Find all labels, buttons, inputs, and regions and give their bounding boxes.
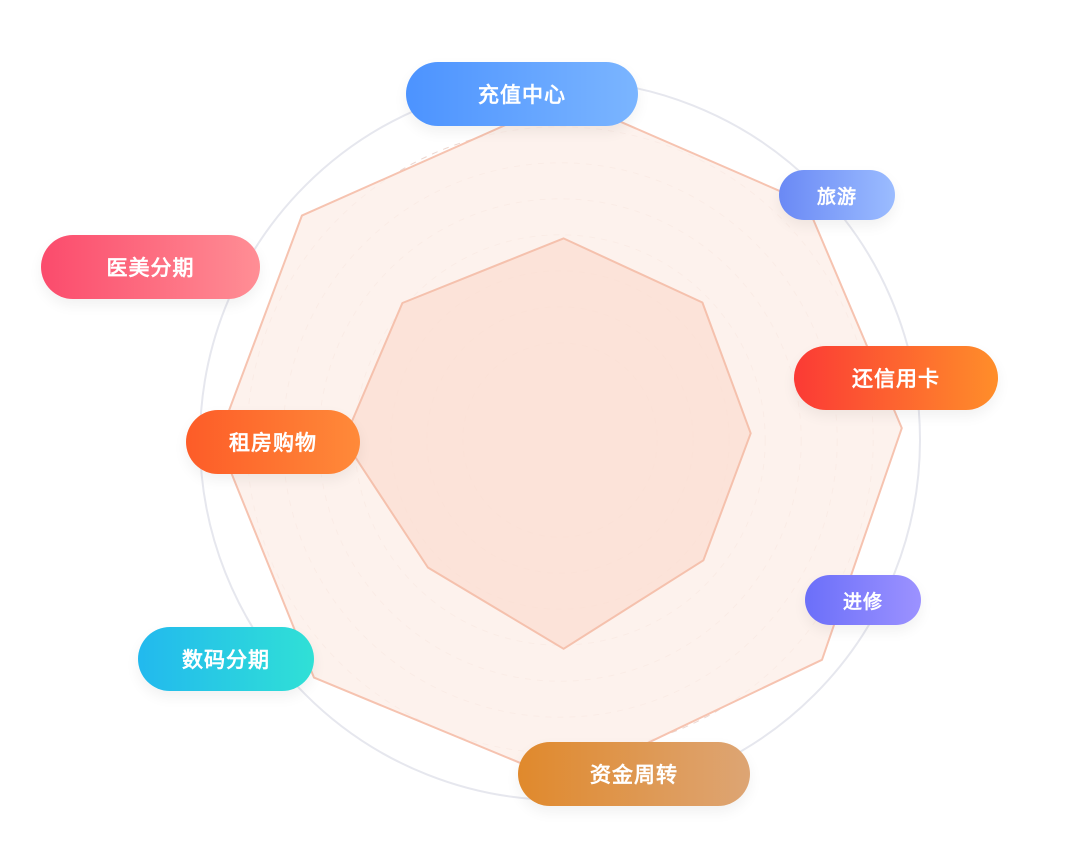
category-label-further-study: 进修 (805, 575, 921, 625)
category-label-text: 医美分期 (106, 256, 195, 280)
category-label-rent-shopping: 租房购物 (186, 410, 360, 474)
category-label-capital-turnover: 资金周转 (518, 742, 750, 806)
category-label-text: 资金周转 (590, 763, 678, 787)
category-label-text: 数码分期 (182, 648, 270, 672)
category-label-text: 还信用卡 (852, 367, 940, 391)
series-inner-area (343, 237, 752, 650)
category-label-recharge-center: 充值中心 (406, 62, 638, 126)
category-label-digital-installment: 数码分期 (138, 627, 314, 691)
category-label-text: 充值中心 (478, 83, 566, 107)
radar-series (217, 97, 903, 783)
category-label-credit-card-repayment: 还信用卡 (794, 346, 998, 410)
category-label-travel: 旅游 (779, 170, 895, 220)
category-label-text: 租房购物 (229, 431, 317, 455)
category-label-medical-beauty-installment: 医美分期 (41, 235, 260, 299)
category-label-text: 旅游 (816, 185, 857, 208)
category-label-text: 进修 (842, 590, 883, 613)
